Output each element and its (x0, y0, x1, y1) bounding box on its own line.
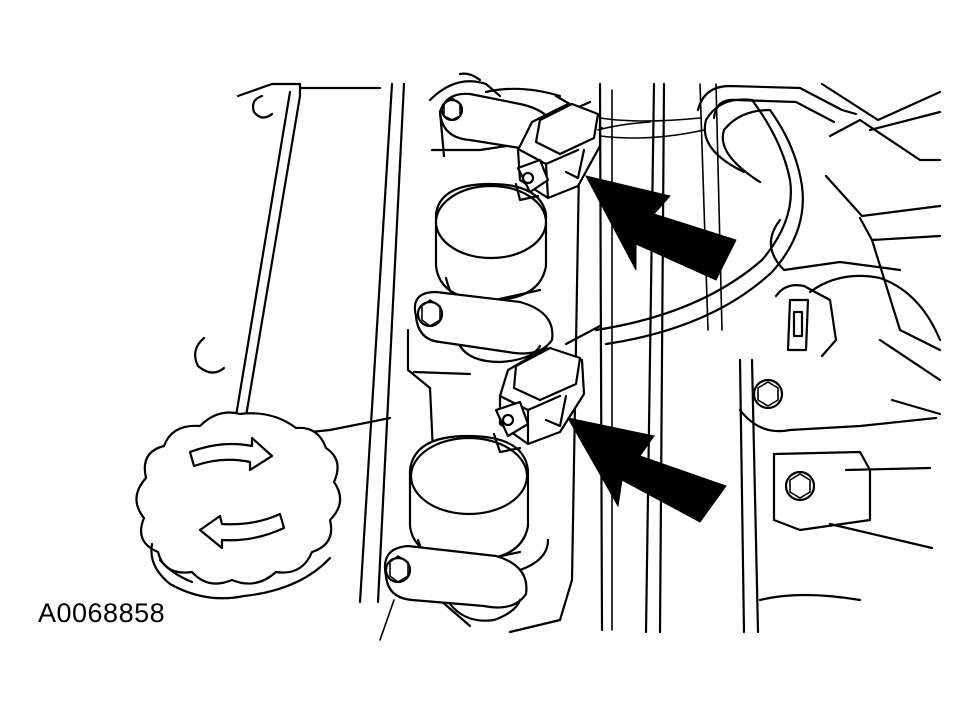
wiring-harness (594, 84, 858, 346)
intake-manifold (738, 82, 942, 602)
upper-connector-arrow (585, 175, 737, 281)
figure-id-label: A0068858 (38, 598, 166, 628)
lower-ignition-coil (383, 432, 550, 622)
upper-ignition-coil-connector (516, 102, 651, 200)
upper-ignition-coil (413, 92, 554, 364)
lower-connector-arrow (567, 417, 727, 523)
lower-ignition-coil-connector (494, 324, 602, 446)
oil-filler-cap (135, 411, 342, 600)
